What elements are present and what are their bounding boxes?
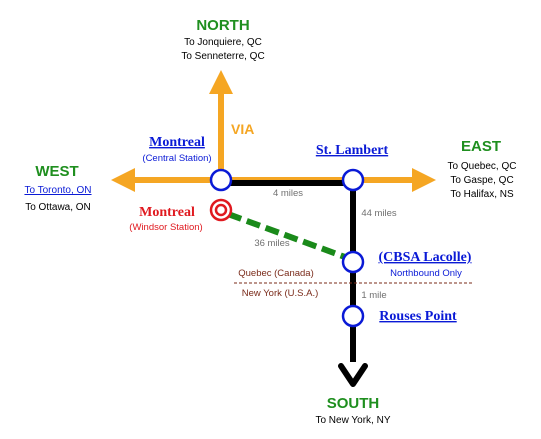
border-label-south: New York (U.S.A.) [242,288,319,299]
station-link-cbsa-lacolle[interactable]: (CBSA Lacolle) [379,250,472,265]
station-marker-cbsa-lacolle[interactable] [341,250,365,274]
east-destination: To Gaspe, QC [450,175,513,186]
east-destination: To Quebec, QC [448,161,517,172]
north-destination: To Jonquiere, QC [184,37,262,48]
west-destination-link[interactable]: To Toronto, ON [24,185,91,196]
track-lines [221,180,368,387]
east-destination: To Halifax, NS [450,189,514,200]
target-icon-inner [214,203,228,217]
east-arrow-icon [412,168,436,192]
station-link-st-lambert[interactable]: St. Lambert [316,143,389,158]
station-sub-montreal-windsor: (Windsor Station) [129,222,202,233]
via-routes [111,70,436,192]
via-label: VIA [231,121,254,137]
north-label: NORTH [196,17,249,34]
west-label: WEST [35,163,78,180]
north-arrow-icon [209,70,233,94]
east-label: EAST [461,138,501,155]
west-arrow-icon [111,168,135,192]
distance-lacolle-rouses: 1 mile [361,290,386,301]
south-destination: To New York, NY [315,415,390,426]
station-marker-montreal-windsor[interactable] [209,198,233,222]
distance-st-lambert-lacolle: 44 miles [361,208,397,219]
north-destination: To Senneterre, QC [181,51,264,62]
station-name-montreal-windsor: Montreal [139,205,195,220]
station-sub-cbsa-lacolle: Northbound Only [390,268,462,279]
station-marker-st-lambert[interactable] [341,168,365,192]
dashed-route-windsor-lacolle [226,211,347,260]
west-destination: To Ottawa, ON [25,202,91,213]
station-marker-montreal-central[interactable] [209,168,233,192]
south-label: SOUTH [327,395,380,412]
south-arrow-icon [338,363,368,387]
station-link-rouses-point[interactable]: Rouses Point [379,309,457,324]
station-link-montreal-central[interactable]: Montreal [149,135,205,150]
station-sub-montreal-central: (Central Station) [142,153,211,164]
border-label-north: Quebec (Canada) [238,268,314,279]
distance-montreal-st-lambert: 4 miles [273,188,303,199]
distance-windsor-lacolle: 36 miles [254,238,290,249]
station-marker-rouses-point[interactable] [341,304,365,328]
